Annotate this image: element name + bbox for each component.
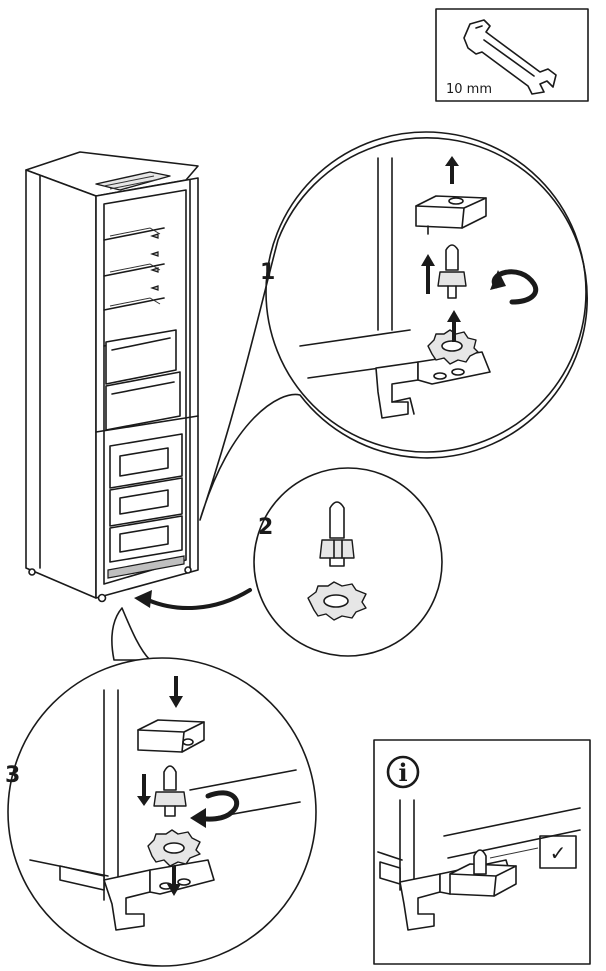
step-1-number: 1 <box>260 260 275 285</box>
info-icon: i <box>386 755 420 789</box>
info-icon-glyph: i <box>398 758 407 787</box>
step-2-detail: 2 <box>253 467 443 657</box>
door-indicators <box>150 233 159 291</box>
refrigerator <box>25 151 199 603</box>
info-box: i ✓ <box>373 739 591 965</box>
wrench-icon <box>463 19 557 95</box>
tool-box: 10 mm <box>435 8 589 102</box>
arrow-head-icon <box>134 590 152 608</box>
step-2-number: 2 <box>258 515 273 540</box>
check-icon: ✓ <box>550 841 567 865</box>
step-3-number: 3 <box>5 763 20 788</box>
tool-size-label: 10 mm <box>446 82 492 97</box>
step-1-detail: 1 <box>199 131 588 521</box>
step-3-detail: 3 <box>5 607 317 967</box>
curved-arrow <box>146 588 252 610</box>
check-box <box>539 835 577 869</box>
